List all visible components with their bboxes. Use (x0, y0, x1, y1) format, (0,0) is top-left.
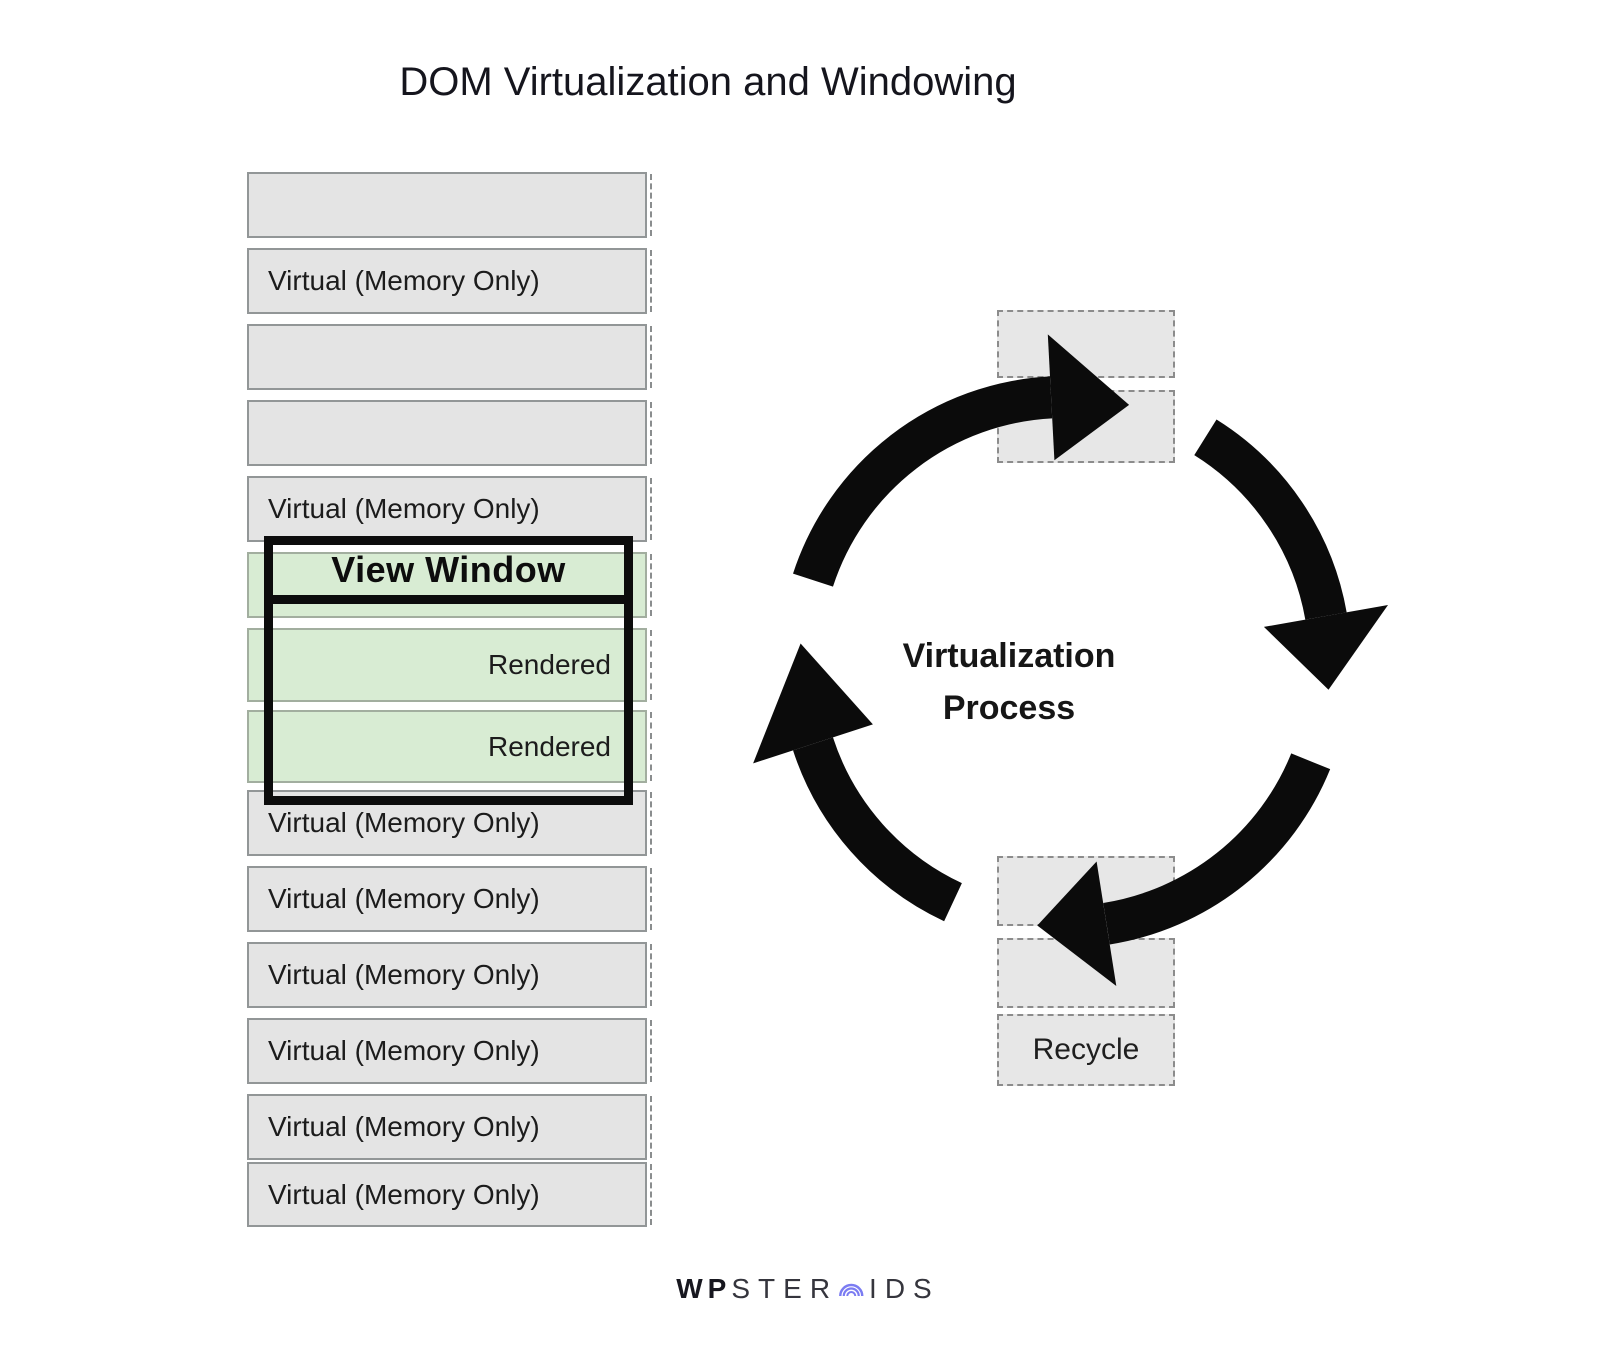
stack-box-label: Virtual (Memory Only) (268, 265, 540, 296)
stack-box-label: Virtual (Memory Only) (268, 1035, 540, 1066)
view-window-frame: View Window (264, 536, 633, 805)
virtualization-cycle-arrows-icon (753, 334, 1388, 986)
stack-box-label: Rendered (488, 730, 611, 762)
stack-box-virtual: Virtual (Memory Only) (247, 1018, 652, 1084)
stack-box-label: Virtual (Memory Only) (268, 807, 540, 838)
recycle-label: Recycle (1032, 1033, 1140, 1066)
brand-prefix: WP (676, 1272, 732, 1304)
stack-box-virtual: Virtual (Memory Only) (247, 942, 652, 1008)
stack-box-window (247, 552, 652, 618)
brand-suffix: IDS (869, 1272, 940, 1304)
stack-box-rendered: Rendered (247, 710, 652, 783)
stack-box-label: Virtual (Memory Only) (268, 493, 540, 524)
cycle-center-label: Virtualization Process (903, 630, 1116, 734)
stack-box-virtual: Virtual (Memory Only) (247, 476, 652, 542)
stack-box-label: Virtual (Memory Only) (268, 959, 540, 990)
arcs-icon (836, 1274, 866, 1307)
cycle-arrowhead-left (753, 643, 873, 764)
stack-box-label: Virtual (Memory Only) (268, 883, 540, 914)
stack-box-rendered: Rendered (247, 628, 652, 702)
cycle-arc-top (793, 376, 1053, 587)
cycle-arrowhead-right (1263, 605, 1388, 690)
stack-box-virtual: Virtual (Memory Only) (247, 1162, 652, 1227)
stack-box-empty (247, 172, 652, 238)
cycle-arrowhead-bottom (1037, 861, 1117, 986)
view-window-header: View Window (273, 545, 624, 604)
stack-box-empty (247, 400, 652, 466)
stack-box-label: Virtual (Memory Only) (268, 1111, 540, 1142)
stack-box-virtual: Virtual (Memory Only) (247, 248, 652, 314)
cycle-arc-bottom (1102, 753, 1331, 945)
stack-box-virtual: Virtual (Memory Only) (247, 1094, 652, 1160)
cycle-arc-left (793, 737, 963, 922)
cycle-arc-right (1194, 419, 1347, 620)
diagram-title: DOM Virtualization and Windowing (399, 60, 1017, 104)
stack-box-virtual: Virtual (Memory Only) (247, 866, 652, 932)
stack-box-empty (247, 324, 652, 390)
brand-mid: STER (731, 1272, 839, 1304)
cycle-arrowhead-top (1047, 334, 1130, 461)
view-window-label: View Window (331, 549, 566, 590)
cycle-center-label-line1: Virtualization (902, 637, 1116, 675)
cycle-center-label-line2: Process (942, 689, 1076, 727)
stack-box-label: Rendered (488, 649, 611, 680)
stack-box-label: Virtual (Memory Only) (268, 1178, 540, 1210)
recycle-slot: Recycle (997, 1014, 1175, 1086)
